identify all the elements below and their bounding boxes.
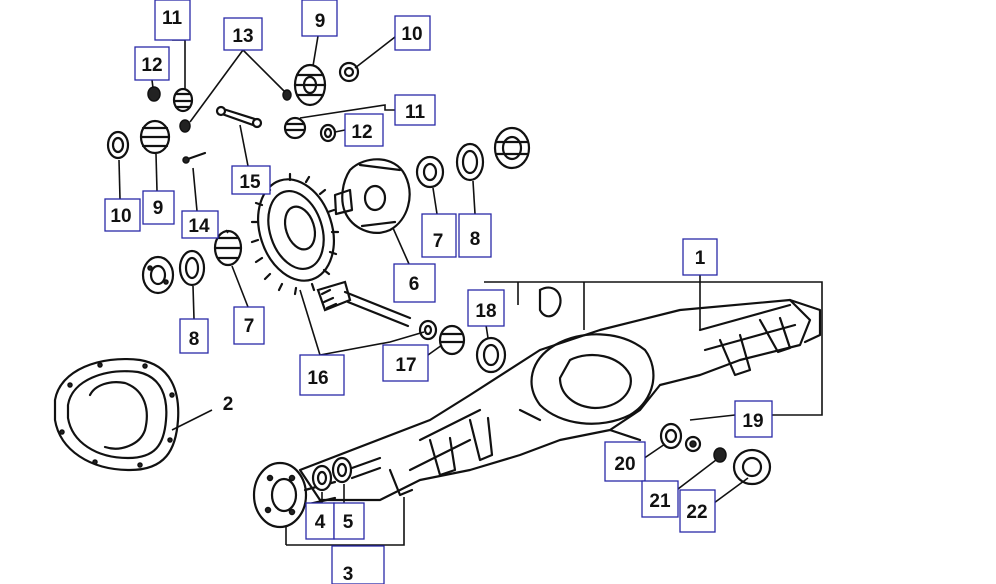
- callout-3: 3: [331, 545, 385, 584]
- callout-label: 7: [244, 316, 255, 337]
- differential-case: [333, 158, 411, 234]
- callout-21: 21: [641, 480, 679, 518]
- callout-8-right: 8: [458, 213, 492, 258]
- bearing-cap: [538, 286, 562, 318]
- pinion-nut: [684, 435, 702, 453]
- bearing-cup-right: [455, 142, 485, 182]
- callout-label: 4: [315, 512, 326, 533]
- differential-cover: [53, 358, 180, 472]
- callout-label: 21: [649, 491, 671, 512]
- callout-label: 9: [153, 198, 164, 219]
- callout-16: 16: [299, 354, 345, 396]
- callout-17: 17: [382, 344, 429, 382]
- callout-9-left: 9: [142, 190, 175, 225]
- ring-gear: [250, 172, 340, 296]
- callout-12-top: 12: [134, 46, 170, 81]
- callout-label: 5: [343, 512, 354, 533]
- callout-1: 1: [682, 238, 718, 276]
- callout-13: 13: [223, 17, 263, 51]
- callout-9-top: 9: [301, 0, 338, 37]
- callout-label: 18: [475, 301, 496, 322]
- callout-label: 8: [470, 229, 481, 250]
- companion-flange: [732, 448, 772, 486]
- callout-label: 11: [162, 8, 183, 29]
- pinion-gear: [316, 280, 412, 328]
- callout-11-top: 11: [154, 0, 191, 41]
- callout-label: 2: [223, 394, 234, 415]
- callout-label: 19: [742, 411, 763, 432]
- callout-15: 15: [231, 165, 271, 195]
- axle-housing: [298, 298, 822, 502]
- callout-18: 18: [467, 289, 505, 327]
- callout-10-left: 10: [104, 198, 141, 232]
- callout-6: 6: [393, 263, 436, 303]
- callout-label: 10: [110, 206, 131, 227]
- callout-label: 14: [188, 216, 210, 237]
- pinion-bearing-cup: [475, 336, 507, 374]
- callout-22: 22: [679, 489, 716, 533]
- callout-7-left: 7: [233, 306, 265, 345]
- pinion-mate-top: [172, 87, 194, 113]
- pinion-shaft: [215, 105, 263, 129]
- callout-7-right: 7: [421, 213, 457, 258]
- callout-19: 19: [734, 400, 773, 438]
- callout-label: 9: [315, 11, 326, 32]
- callout-label: 16: [307, 368, 328, 389]
- callout-8-left: 8: [179, 318, 209, 354]
- pinion-washer-top: [147, 86, 161, 102]
- callout-label: 3: [343, 564, 354, 584]
- callout-label: 12: [351, 122, 372, 143]
- pinion-washer-right: [319, 123, 337, 143]
- lock-pin: [179, 89, 292, 133]
- callout-5: 5: [333, 502, 365, 540]
- callout-label: 8: [189, 329, 200, 350]
- side-gear-left: [139, 119, 171, 155]
- callout-12-right: 12: [344, 113, 384, 147]
- callout-2: 2: [223, 394, 234, 415]
- callout-label: 20: [614, 454, 635, 475]
- callout-10-top: 10: [394, 15, 431, 51]
- callout-label: 12: [141, 55, 162, 76]
- carrier-bearing-left: [213, 229, 243, 267]
- callout-label: 7: [433, 231, 444, 252]
- axle-seal: [331, 456, 382, 484]
- callout-label: 1: [695, 248, 706, 269]
- callout-label: 6: [409, 274, 420, 295]
- callout-14: 14: [181, 210, 219, 239]
- lock-bolt: [182, 151, 207, 164]
- callout-label: 15: [239, 172, 261, 193]
- thrust-washer-top: [338, 61, 360, 83]
- pinion-bearing-left: [141, 255, 175, 295]
- outer-bearing: [659, 422, 683, 450]
- thrust-washer-left: [106, 130, 130, 160]
- part-drawings: [53, 61, 822, 529]
- pinion-seal: [418, 319, 438, 341]
- washer-small: [713, 447, 727, 463]
- callout-11-right: 11: [394, 94, 436, 126]
- pinion-bearing-top: [493, 126, 531, 170]
- axle-flange: [252, 461, 337, 529]
- bearing-cup-left: [178, 249, 206, 287]
- pinion-mate-right: [283, 116, 307, 140]
- callout-4: 4: [305, 502, 335, 540]
- side-gear-top: [293, 63, 327, 107]
- carrier-bearing-right: [415, 155, 445, 189]
- pinion-bearing-inner: [438, 324, 466, 356]
- callout-label: 10: [401, 24, 422, 45]
- axle-bearing: [311, 464, 333, 492]
- callout-20: 20: [604, 441, 646, 482]
- callout-label: 17: [395, 355, 416, 376]
- callout-label: 22: [686, 502, 707, 523]
- callout-label: 13: [232, 26, 253, 47]
- callout-label: 11: [405, 102, 426, 123]
